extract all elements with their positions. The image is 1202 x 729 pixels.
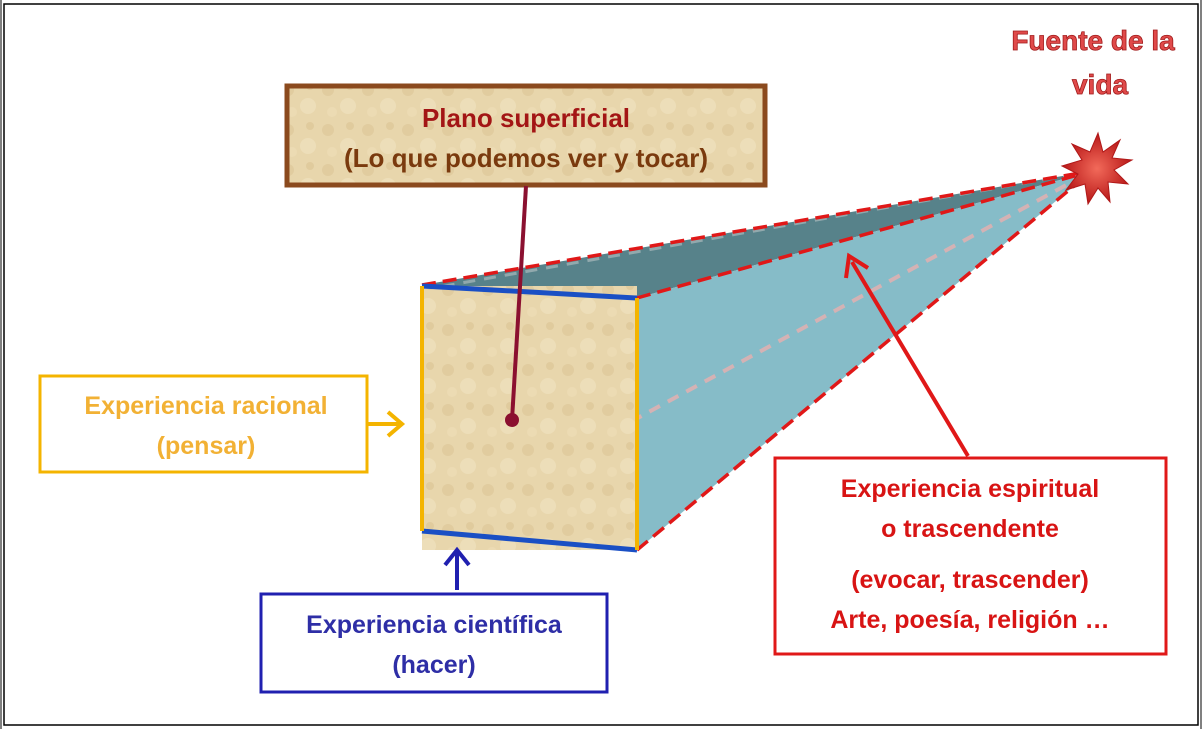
cientifica-arrowhead — [443, 546, 471, 567]
edge-top-right — [636, 169, 1093, 300]
star-icon — [1060, 131, 1134, 206]
espiritual-box — [773, 456, 1168, 656]
cientifica-line1: Experiencia científica — [306, 611, 563, 639]
espiritual-line1: Experiencia espiritual — [841, 475, 1099, 503]
front-face — [422, 286, 637, 550]
racional-line1: Experiencia racional — [84, 392, 327, 420]
edge-top-left — [421, 169, 1093, 287]
racional-box — [38, 374, 369, 474]
cientifica-line2: (hacer) — [392, 651, 475, 679]
espiritual-line4: Arte, poesía, religión … — [830, 606, 1109, 634]
plano-pointer-dot — [505, 413, 519, 427]
plano-pointer-line — [510, 185, 528, 421]
espiritual-line3: (evocar, trascender) — [851, 566, 1089, 594]
espiritual-arrowhead — [844, 252, 870, 279]
cientifica-box — [259, 592, 609, 694]
plano-title: Plano superficial — [422, 103, 630, 133]
edge-bottom-right — [635, 169, 1094, 552]
hidden-edge-top — [421, 169, 1093, 292]
fuente-line2: vida — [1072, 69, 1128, 100]
racional-line2: (pensar) — [157, 432, 256, 460]
espiritual-line2: o trascendente — [881, 515, 1059, 543]
racional-arrowhead — [386, 410, 406, 438]
front-bottom-edge — [421, 528, 638, 553]
fuente-line1: Fuente de la — [1011, 25, 1175, 56]
espiritual-arrow — [850, 260, 970, 458]
front-top-edge — [421, 283, 638, 301]
plano-box — [284, 83, 768, 188]
plano-subtitle: (Lo que podemos ver y tocar) — [344, 143, 708, 173]
top-face — [422, 171, 1092, 298]
